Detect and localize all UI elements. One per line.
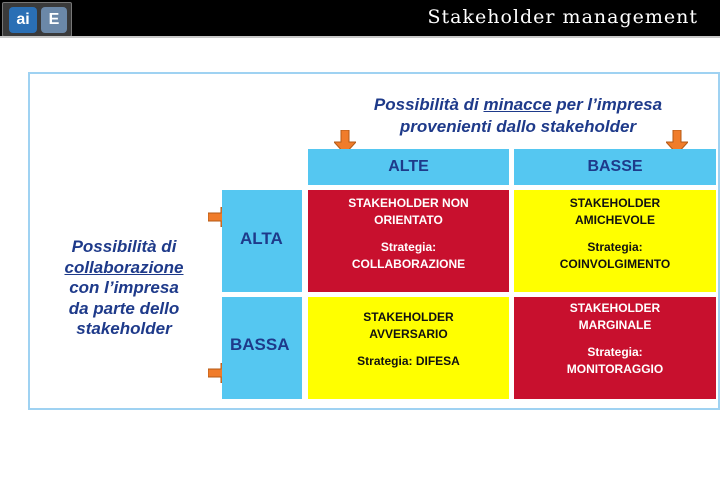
cell-stakeholder-amichevole: STAKEHOLDER AMICHEVOLE Strategia: COINVO… xyxy=(514,190,716,292)
column-header-alte: ALTE xyxy=(308,149,509,185)
header-bar: ai E Stakeholder management xyxy=(0,0,720,38)
row-header-bassa: BASSA xyxy=(222,297,302,399)
down-arrow-icon xyxy=(666,130,688,154)
cell-stakeholder-avversario: STAKEHOLDER AVVERSARIO Strategia: DIFESA xyxy=(308,297,509,399)
top-axis-title: Possibilità di minacce per l’impresa pro… xyxy=(373,95,663,136)
left-axis-title: Possibilità di collaborazione con l’impr… xyxy=(64,237,184,338)
column-header-basse: BASSE xyxy=(514,149,716,185)
down-arrow-icon xyxy=(334,130,356,154)
e-logo-icon: E xyxy=(41,7,67,33)
header-divider xyxy=(0,36,720,38)
ai-logo-icon: ai xyxy=(9,7,37,33)
cell-stakeholder-non-orientato: STAKEHOLDER NON ORIENTATO Strategia: COL… xyxy=(308,190,509,292)
slide-frame: Possibilità di minacce per l’impresa pro… xyxy=(28,72,720,410)
page-title: Stakeholder management xyxy=(427,6,698,28)
cell-stakeholder-marginale: STAKEHOLDER MARGINALE Strategia: MONITOR… xyxy=(514,297,716,399)
logo[interactable]: ai E xyxy=(2,2,72,37)
row-header-alta: ALTA xyxy=(222,190,302,292)
